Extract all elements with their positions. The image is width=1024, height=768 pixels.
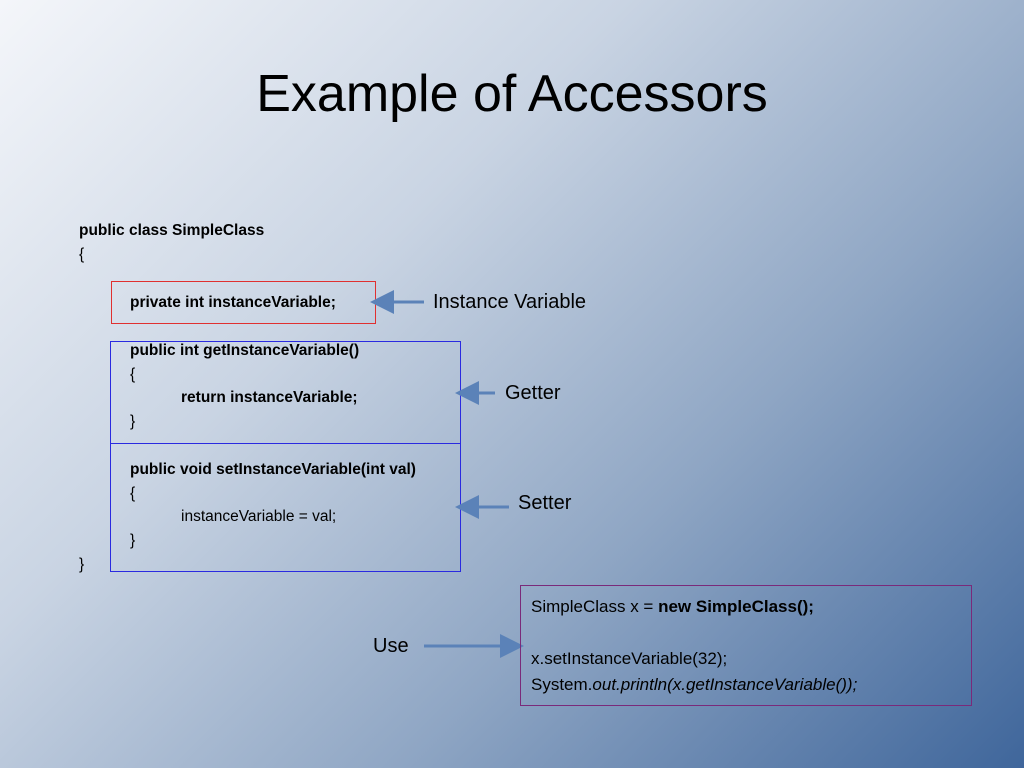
code-field-declaration: private int instanceVariable; (130, 294, 336, 311)
code-getter-open: { (130, 366, 136, 383)
code-setter-body: instanceVariable = val; (181, 508, 337, 525)
label-setter: Setter (518, 492, 572, 514)
code-brace-open: { (79, 246, 85, 263)
usage-line3: x.setInstanceVariable(32); (531, 649, 728, 668)
label-use: Use (373, 635, 409, 657)
code-setter-close: } (130, 532, 136, 549)
usage-line1-plain: SimpleClass x = (531, 597, 659, 616)
label-getter: Getter (505, 382, 561, 404)
usage-line1-bold: new SimpleClass(); (658, 597, 814, 616)
code-getter-close: } (130, 413, 136, 430)
usage-line4-plain: System. (531, 675, 593, 694)
usage-code-box: SimpleClass x = new SimpleClass(); x.set… (520, 585, 972, 706)
code-setter-signature: public void setInstanceVariable(int val) (130, 461, 416, 478)
code-brace-close: } (79, 556, 85, 573)
code-class-declaration: public class SimpleClass (79, 222, 265, 239)
usage-line4-italic: out.println(x.getInstanceVariable()); (592, 675, 858, 694)
label-instance-variable: Instance Variable (433, 291, 587, 313)
code-getter-body: return instanceVariable; (181, 389, 358, 406)
code-setter-open: { (130, 485, 136, 502)
code-getter-signature: public int getInstanceVariable() (130, 342, 360, 359)
slide-title: Example of Accessors (256, 65, 768, 123)
